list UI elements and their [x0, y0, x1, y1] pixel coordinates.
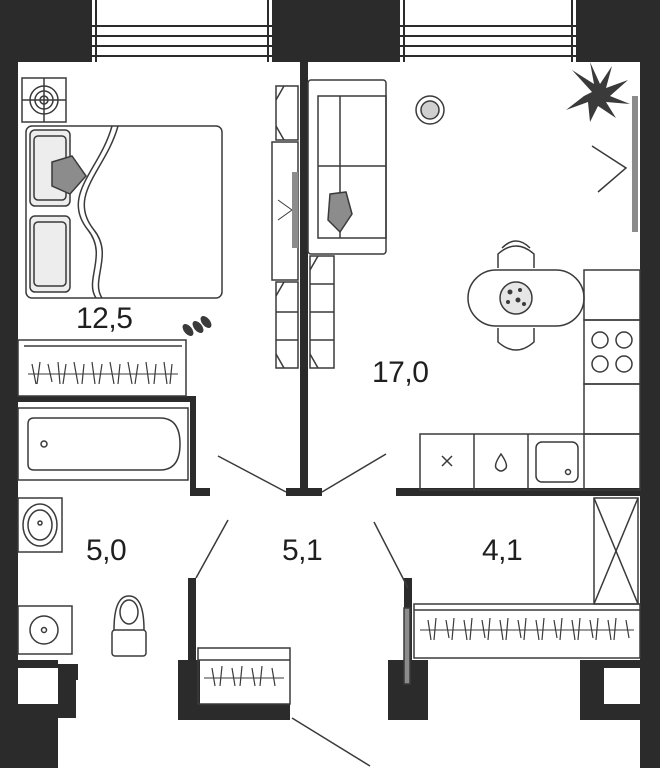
room-area-living-kitchen: 17,0 [372, 356, 429, 389]
ventilation-icon [21, 77, 67, 123]
tv-icon [591, 96, 638, 232]
kitchen-counter [419, 269, 641, 491]
dining-table [467, 240, 585, 351]
lamp-icon [415, 95, 445, 125]
room-area-bathroom: 5,0 [86, 534, 127, 567]
washbasin [17, 497, 63, 553]
water-drop-icon [494, 452, 508, 472]
bathtub [17, 407, 189, 481]
door-bedroom [217, 455, 287, 493]
door-storage [373, 521, 409, 589]
entrance-door [291, 717, 371, 767]
partition-cabinet [271, 85, 335, 369]
bathroom-fixtures [17, 407, 189, 657]
bedroom-wardrobe [17, 339, 187, 397]
storage-wardrobe [413, 603, 641, 659]
window-bedroom [92, 0, 272, 62]
bedroom-furniture [17, 77, 223, 397]
double-bed [25, 125, 223, 299]
room-area-bedroom: 12,5 [76, 302, 133, 335]
storage-fixtures [413, 497, 641, 659]
toilet [111, 595, 147, 657]
door-living [321, 453, 387, 493]
sofa [307, 79, 387, 255]
sink-icon [535, 441, 579, 483]
room-area-hallway: 5,1 [282, 534, 323, 567]
wall-cutouts [18, 668, 640, 768]
shower-tray [17, 605, 73, 655]
room-area-storage: 4,1 [482, 534, 523, 567]
windows [92, 0, 576, 62]
door-bathroom [195, 519, 229, 579]
hall-fixtures [195, 453, 411, 767]
entry-wardrobe [197, 647, 291, 705]
slippers-icon [182, 316, 212, 336]
dishwasher-icon [441, 455, 453, 467]
living-kitchen-furniture [307, 62, 641, 491]
storage-rack [593, 497, 639, 605]
plant-icon [566, 62, 630, 122]
window-living [400, 0, 576, 62]
stove-burner-icon [591, 331, 609, 349]
